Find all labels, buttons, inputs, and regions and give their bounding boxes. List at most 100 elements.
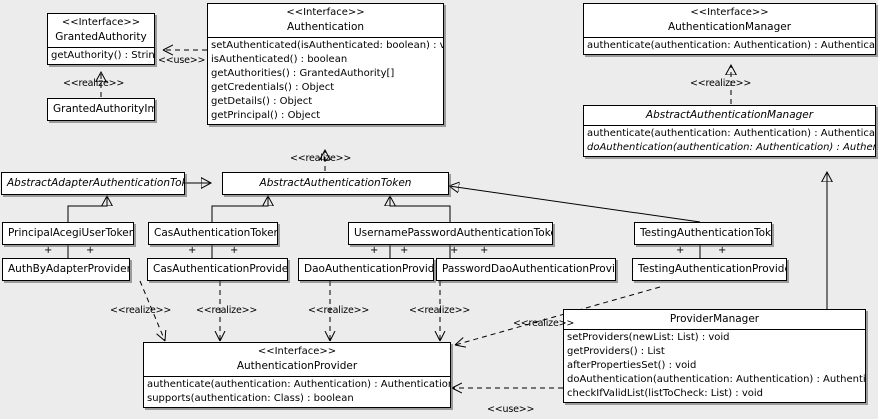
class-box-testing-authentication-provider[interactable]: TestingAuthenticationProvider	[632, 258, 787, 281]
operation: getPrincipal() : Object	[211, 110, 321, 121]
operation: doAuthentication(authentication: Authent…	[567, 374, 866, 385]
class-name: PasswordDaoAuthenticationProvider	[442, 263, 616, 275]
multiplicity-plus: +	[676, 245, 685, 256]
connector-label-realize-granted-authority-impl: <<realize>>	[63, 78, 125, 89]
class-header: PrincipalAcegiUserToken	[3, 223, 133, 244]
multiplicity-plus: +	[400, 245, 409, 256]
operations-compartment: setAuthenticated(isAuthenticated: boolea…	[208, 38, 443, 124]
connector-label-realize-authentication-token: <<realize>>	[290, 153, 352, 164]
class-box-testing-authentication-token[interactable]: TestingAuthenticationToken	[634, 222, 772, 245]
class-name: TestingAuthenticationToken	[640, 227, 772, 239]
class-stereotype: <<Interface>>	[257, 346, 337, 357]
operation: getProviders() : List	[567, 346, 665, 357]
class-box-abstract-adapter-authentication-token[interactable]: AbstractAdapterAuthenticationToken	[1, 172, 185, 195]
class-header: TestingAuthenticationProvider	[633, 259, 786, 280]
class-box-dao-authentication-provider[interactable]: DaoAuthenticationProvider	[298, 258, 434, 281]
class-box-principal-acegi-user-token[interactable]: PrincipalAcegiUserToken	[2, 222, 134, 245]
connector-label-use-provider-manager: <<use>>	[487, 404, 535, 415]
class-name: CasAuthenticationProvider	[153, 263, 288, 275]
operations-compartment: getAuthority() : String	[48, 48, 154, 64]
class-box-abstract-authentication-manager[interactable]: AbstractAuthenticationManager authentica…	[583, 105, 876, 157]
multiplicity-plus: +	[718, 245, 727, 256]
compartment-divider	[144, 376, 450, 377]
connector-label-realize-abstract-auth-manager: <<realize>>	[690, 78, 752, 89]
class-name: Authentication	[286, 21, 365, 33]
class-box-cas-authentication-provider[interactable]: CasAuthenticationProvider	[147, 258, 288, 281]
operation: getAuthority() : String	[51, 50, 155, 61]
compartment-divider	[48, 47, 154, 48]
connector-label-realize-testing-provider: <<realize>>	[513, 318, 575, 329]
class-header: CasAuthenticationProvider	[148, 259, 287, 280]
class-name: TestingAuthenticationProvider	[638, 263, 787, 275]
class-name: PrincipalAcegiUserToken	[8, 227, 134, 239]
class-header: <<Interface>> AuthenticationManager	[584, 4, 875, 37]
class-box-authentication-provider[interactable]: <<Interface>> AuthenticationProvider aut…	[143, 342, 451, 408]
class-header: DaoAuthenticationProvider	[299, 259, 433, 280]
class-box-authentication-manager[interactable]: <<Interface>> AuthenticationManager auth…	[583, 3, 876, 55]
class-name: AbstractAuthenticationToken	[259, 177, 412, 189]
class-stereotype: <<Interface>>	[61, 17, 141, 28]
class-header: AbstractAuthenticationManager	[584, 106, 875, 125]
class-header: CasAuthenticationToken	[149, 223, 277, 244]
multiplicity-plus: +	[480, 245, 489, 256]
operation: setProviders(newList: List) : void	[567, 332, 730, 343]
operation: isAuthenticated() : boolean	[211, 54, 348, 65]
class-header: GrantedAuthorityImpl	[48, 99, 154, 120]
connector-label-use-granted-authority: <<use>>	[158, 55, 206, 66]
operation: authenticate(authentication: Authenticat…	[147, 379, 451, 390]
operation: authenticate(authentication: Authenticat…	[587, 40, 876, 51]
class-name: UsernamePasswordAuthenticationToken	[354, 227, 553, 239]
class-header: <<Interface>> AuthenticationProvider	[144, 343, 450, 376]
class-header: TestingAuthenticationToken	[635, 223, 771, 244]
operation: doAuthentication(authentication: Authent…	[587, 142, 875, 153]
class-name: AuthenticationProvider	[236, 360, 358, 372]
operations-compartment: authenticate(authentication: Authenticat…	[584, 38, 875, 54]
class-name: GrantedAuthorityImpl	[53, 103, 154, 115]
class-header: AuthByAdapterProvider	[3, 259, 129, 280]
operation: setAuthenticated(isAuthenticated: boolea…	[211, 40, 444, 51]
multiplicity-plus: +	[230, 245, 239, 256]
compartment-divider	[208, 37, 443, 38]
class-name: CasAuthenticationToken	[154, 227, 278, 239]
operations-compartment: setProviders(newList: List) : void getPr…	[564, 330, 865, 402]
operation: authenticate(authentication: Authenticat…	[587, 128, 876, 139]
operation: checkIfValidList(listToCheck: List) : vo…	[567, 388, 764, 399]
class-box-abstract-authentication-token[interactable]: AbstractAuthenticationToken	[222, 172, 449, 195]
class-name: DaoAuthenticationProvider	[304, 263, 434, 275]
class-box-auth-by-adapter-provider[interactable]: AuthByAdapterProvider	[2, 258, 130, 281]
operation: supports(authentication: Class) : boolea…	[147, 393, 354, 404]
class-box-username-password-authentication-token[interactable]: UsernamePasswordAuthenticationToken	[348, 222, 553, 245]
class-box-provider-manager[interactable]: ProviderManager setProviders(newList: Li…	[563, 309, 866, 403]
operation: afterPropertiesSet() : void	[567, 360, 697, 371]
class-name: AuthenticationManager	[667, 21, 792, 33]
class-box-password-dao-authentication-provider[interactable]: PasswordDaoAuthenticationProvider	[436, 258, 616, 281]
class-name: AuthByAdapterProvider	[8, 263, 130, 275]
multiplicity-plus: +	[188, 245, 197, 256]
class-header: <<Interface>> Authentication	[208, 4, 443, 37]
class-name: ProviderManager	[669, 313, 760, 325]
class-name: AbstractAdapterAuthenticationToken	[7, 177, 185, 189]
operations-compartment: authenticate(authentication: Authenticat…	[584, 126, 875, 156]
operations-compartment: authenticate(authentication: Authenticat…	[144, 377, 450, 407]
class-box-granted-authority-impl[interactable]: GrantedAuthorityImpl	[47, 98, 155, 121]
class-name: GrantedAuthority	[55, 31, 147, 43]
connector-label-realize-dao-provider: <<realize>>	[308, 305, 370, 316]
class-header: AbstractAuthenticationToken	[223, 173, 448, 194]
operation: getDetails() : Object	[211, 96, 313, 107]
connector-label-realize-auth-by-adapter: <<realize>>	[110, 305, 172, 316]
class-stereotype: <<Interface>>	[690, 7, 769, 18]
multiplicity-plus: +	[450, 245, 459, 256]
multiplicity-plus: +	[44, 245, 53, 256]
connector-label-realize-cas-provider: <<realize>>	[196, 305, 258, 316]
class-name: AbstractAuthenticationManager	[645, 109, 814, 121]
class-box-cas-authentication-token[interactable]: CasAuthenticationToken	[148, 222, 278, 245]
multiplicity-plus: +	[370, 245, 379, 256]
operation: getCredentials() : Object	[211, 82, 335, 93]
class-header: PasswordDaoAuthenticationProvider	[437, 259, 615, 280]
class-box-authentication[interactable]: <<Interface>> Authentication setAuthenti…	[207, 3, 444, 125]
class-box-granted-authority[interactable]: <<Interface>> GrantedAuthority getAuthor…	[47, 13, 155, 65]
class-stereotype: <<Interface>>	[286, 7, 365, 18]
class-header: UsernamePasswordAuthenticationToken	[349, 223, 552, 244]
